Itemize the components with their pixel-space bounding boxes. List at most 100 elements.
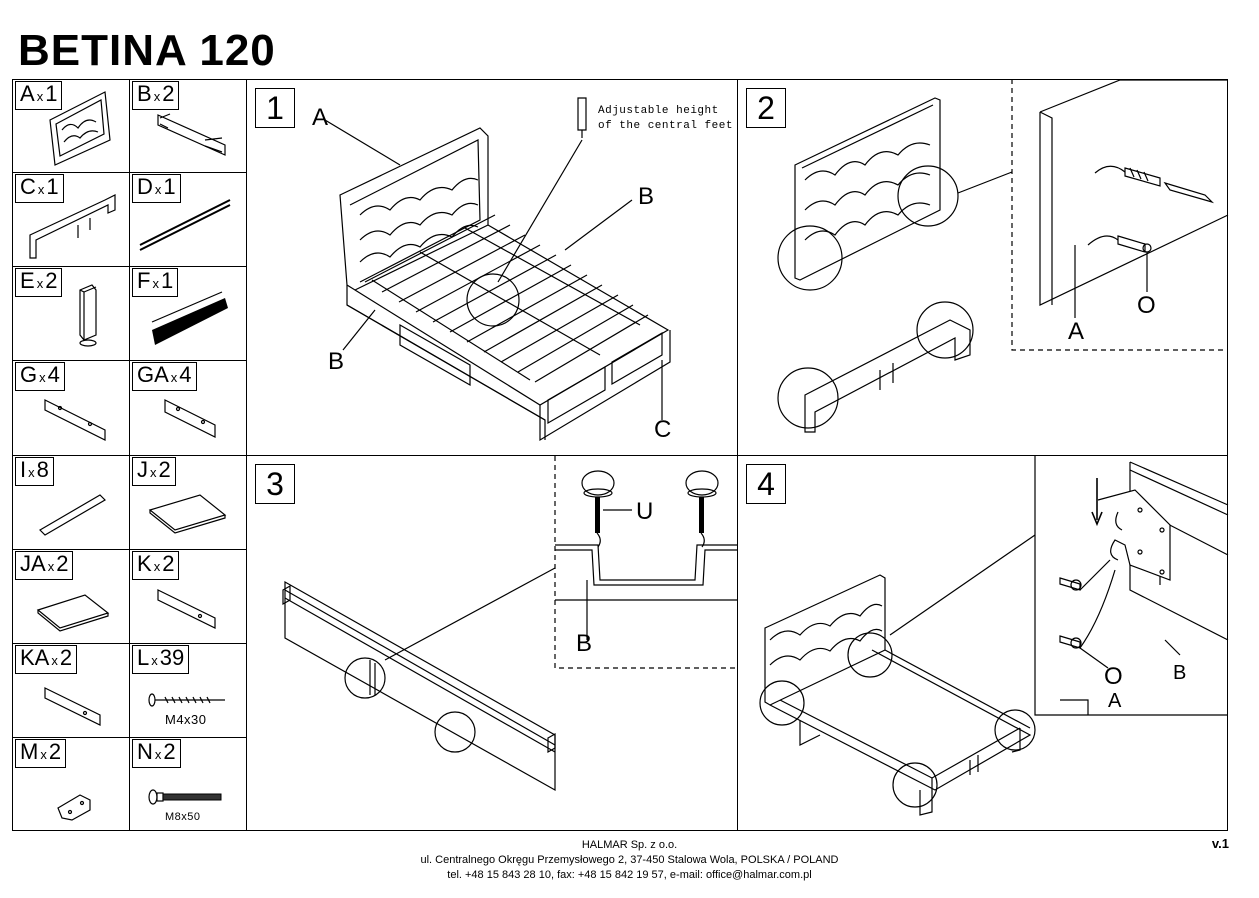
part-letter: JA xyxy=(20,551,46,576)
part-letter: J xyxy=(137,457,148,482)
step1-label-b-left: B xyxy=(328,348,345,375)
step1-note-line1: Adjustable height xyxy=(598,105,719,117)
footer-contact: tel. +48 15 843 28 10, fax: +48 15 842 1… xyxy=(447,869,812,881)
footer-company: HALMAR Sp. z o.o. xyxy=(581,839,678,851)
step2-label-o: O xyxy=(1137,292,1156,319)
part-c-drawing xyxy=(29,194,116,259)
qty-mark: x xyxy=(152,276,159,291)
part-qty: 8 xyxy=(36,457,49,482)
step-4-number: 4 xyxy=(746,464,786,504)
qty-mark: x xyxy=(170,370,178,385)
part-qty: 4 xyxy=(179,362,192,387)
part-qty: 1 xyxy=(46,174,59,199)
part-letter: I xyxy=(20,457,27,482)
step4-detail-box xyxy=(1034,456,1229,716)
step3-label-u: U xyxy=(636,498,654,525)
step2-label-a: A xyxy=(1068,318,1085,345)
part-qty: 1 xyxy=(45,81,58,106)
part-qty: 2 xyxy=(158,457,171,482)
part-m-drawing xyxy=(57,794,91,821)
part-qty: 39 xyxy=(159,645,185,670)
step2-drawing xyxy=(777,97,1013,433)
part-qty: 2 xyxy=(162,81,175,106)
part-g-drawing xyxy=(44,399,106,441)
qty-mark: x xyxy=(36,89,44,104)
divider xyxy=(12,737,246,738)
divider xyxy=(12,360,246,361)
part-qty: 4 xyxy=(47,362,60,387)
divider xyxy=(12,172,246,173)
divider xyxy=(12,643,246,644)
step2-detail-box xyxy=(1011,79,1229,351)
qty-mark: x xyxy=(154,182,162,197)
step1-note-line2: of the central feet xyxy=(598,120,733,132)
version-label: v.1 xyxy=(1211,836,1229,851)
divider xyxy=(12,266,246,267)
part-letter: K xyxy=(137,551,152,576)
qty-mark: x xyxy=(28,465,35,480)
part-letter: F xyxy=(137,268,151,293)
part-d-drawing xyxy=(139,199,231,251)
qty-mark: x xyxy=(47,559,55,574)
part-qty: 1 xyxy=(163,174,176,199)
part-letter: M xyxy=(20,739,39,764)
part-e-drawing xyxy=(79,284,97,347)
qty-mark: x xyxy=(36,276,44,291)
document-title: BETINA 120 xyxy=(18,26,276,75)
step4-label-b: B xyxy=(1173,662,1187,684)
footer-address: ul. Centralnego Okręgu Przemysłowego 2, … xyxy=(420,854,839,866)
part-k-drawing xyxy=(157,589,216,629)
part-qty: 2 xyxy=(56,551,69,576)
part-f-drawing xyxy=(151,291,228,345)
step1-label-c: C xyxy=(654,416,672,443)
part-letter: GA xyxy=(137,362,169,387)
part-ja-drawing xyxy=(36,594,110,632)
part-letter: D xyxy=(137,174,153,199)
qty-mark: x xyxy=(39,370,46,385)
part-qty: 2 xyxy=(59,645,73,670)
step-3-number: 3 xyxy=(255,464,295,504)
part-i-drawing xyxy=(39,494,106,536)
step4-label-a: A xyxy=(1108,690,1122,712)
part-qty: 2 xyxy=(163,739,176,764)
divider xyxy=(246,455,1228,456)
part-letter: KA xyxy=(20,645,50,670)
part-letter: G xyxy=(20,362,38,387)
part-qty: 2 xyxy=(45,268,58,293)
step-2-number: 2 xyxy=(746,88,786,128)
part-ga-drawing xyxy=(164,399,216,438)
step1-label-b-top: B xyxy=(638,183,655,210)
qty-mark: x xyxy=(37,182,45,197)
part-letter: E xyxy=(20,268,35,293)
part-a-drawing xyxy=(49,91,111,166)
part-letter: C xyxy=(20,174,36,199)
qty-mark: x xyxy=(150,465,157,480)
step3-detail-box xyxy=(554,456,737,669)
qty-mark: x xyxy=(154,747,162,762)
part-l-size: M4x30 xyxy=(165,712,207,727)
step-1-number: 1 xyxy=(255,88,295,128)
part-n-size: M8x50 xyxy=(165,811,201,823)
part-letter: B xyxy=(137,81,152,106)
